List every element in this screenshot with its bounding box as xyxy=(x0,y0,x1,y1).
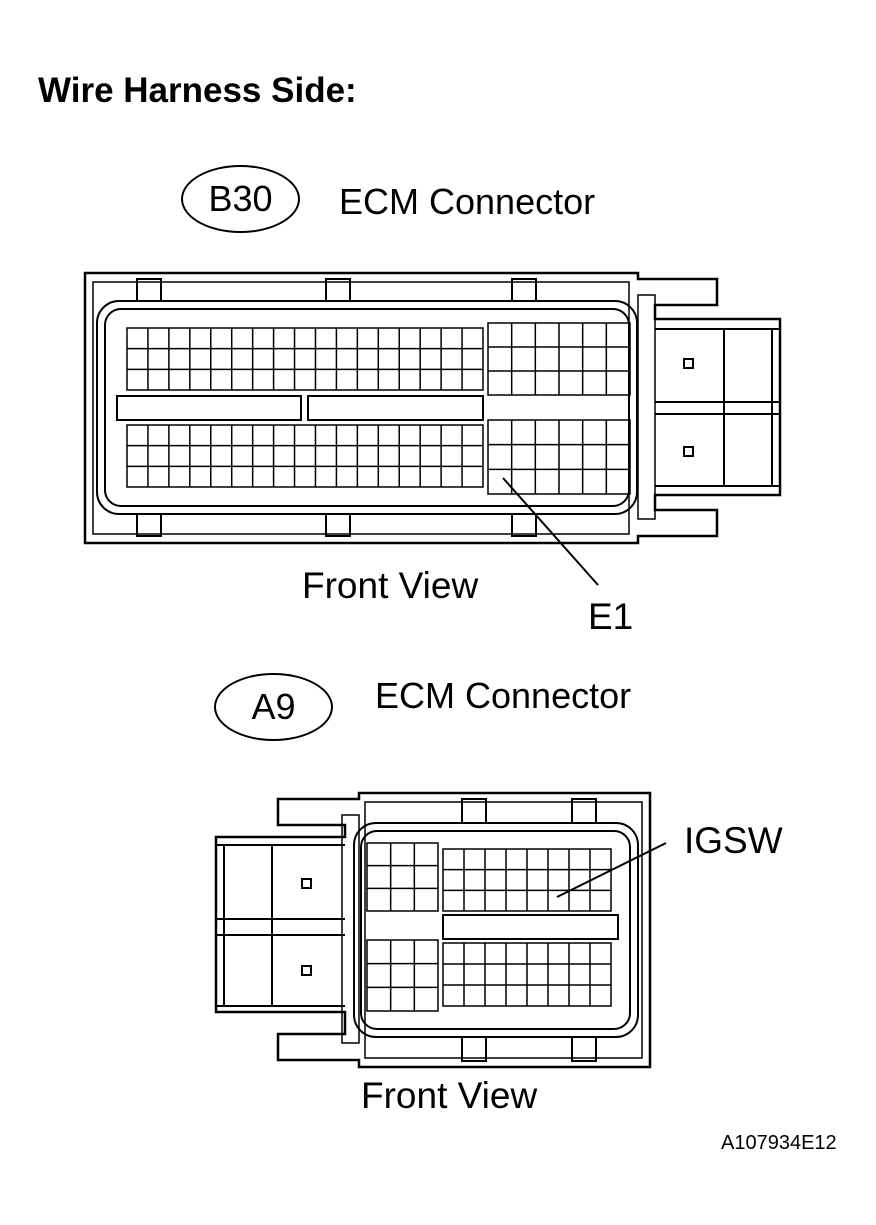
b30-key-bar-right xyxy=(307,395,484,421)
b30-upper-pin-grid xyxy=(126,327,484,391)
b30-lower-pin-grid xyxy=(126,424,484,488)
a9-pin-grids xyxy=(366,842,612,1012)
a9-key-bar xyxy=(442,914,619,940)
a9-view-label: Front View xyxy=(361,1075,538,1116)
a9-upper-left-pin-grid xyxy=(366,842,439,912)
a9-lock-housing xyxy=(216,844,345,1007)
b30-connector-name: ECM Connector xyxy=(339,181,596,222)
b30-view-label: Front View xyxy=(302,565,479,606)
e1-terminal-label: E1 xyxy=(588,596,634,637)
a9-connector-outline xyxy=(214,791,652,1069)
figure-id: A107934E12 xyxy=(721,1132,837,1154)
diagram-heading: Wire Harness Side: xyxy=(38,71,357,110)
b30-connector-outline xyxy=(83,271,782,545)
igsw-terminal-label: IGSW xyxy=(684,820,783,861)
a9-connector-name: ECM Connector xyxy=(375,675,632,716)
b30-key-bar-left xyxy=(116,395,302,421)
a9-lower-left-pin-grid xyxy=(366,939,439,1012)
e1-leader-line xyxy=(502,477,599,586)
a9-connector-code-badge: A9 xyxy=(214,673,333,741)
b30-pin-grids xyxy=(126,322,631,495)
b30-connector-code-badge: B30 xyxy=(181,165,300,233)
b30-lock-housing xyxy=(655,328,780,487)
